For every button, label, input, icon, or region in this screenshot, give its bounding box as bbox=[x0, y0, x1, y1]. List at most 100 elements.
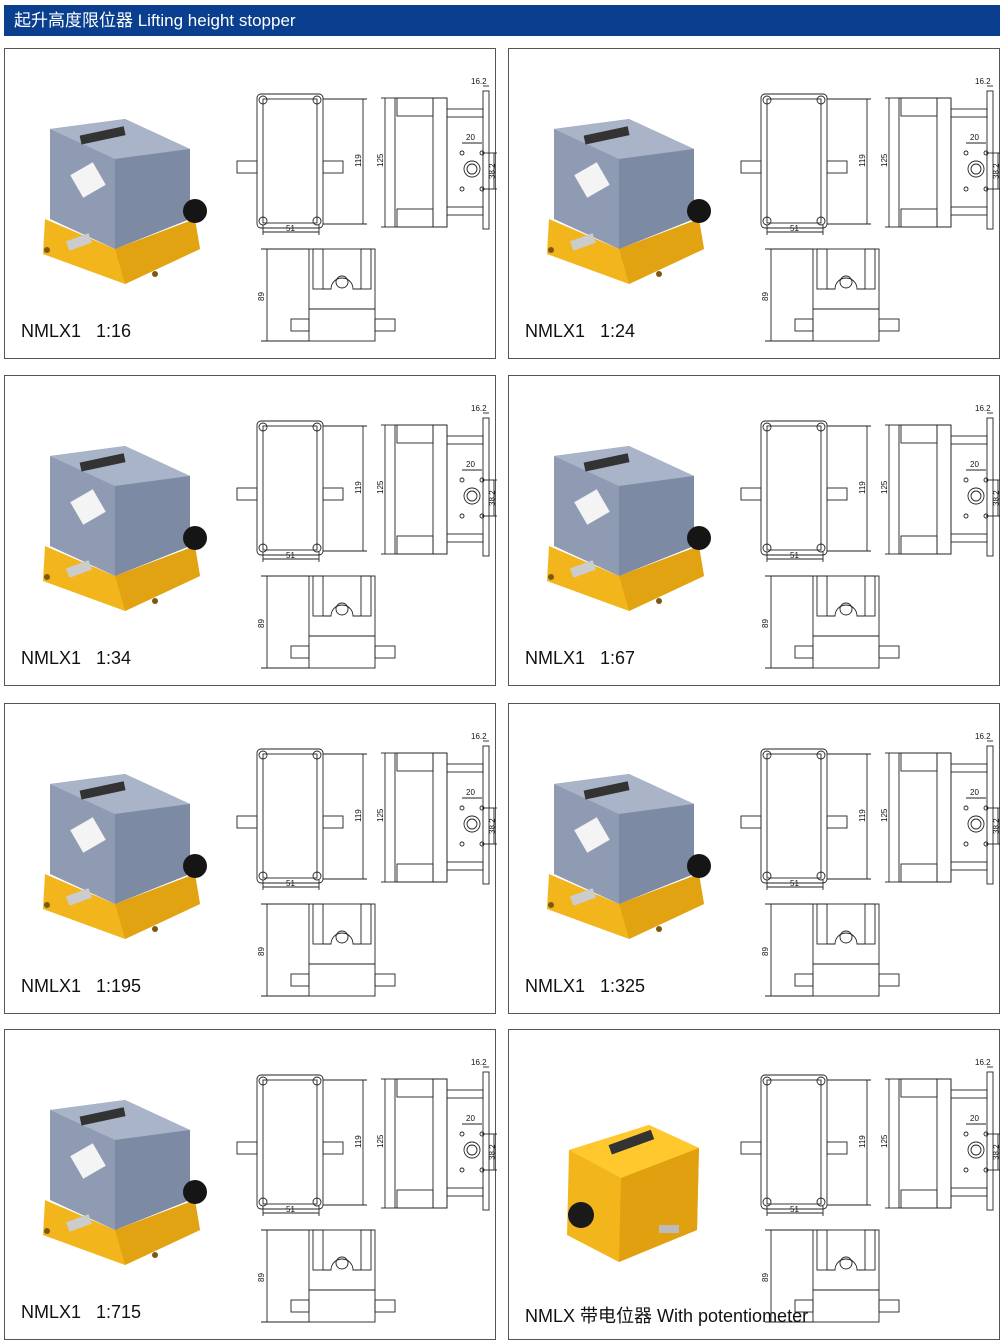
dim-89: 89 bbox=[761, 619, 770, 628]
dim-119: 119 bbox=[858, 1135, 867, 1148]
product-figure: 119 125 51 16.2 20 38.2 89 bbox=[43, 1058, 497, 1323]
dim-38-2: 38.2 bbox=[992, 818, 1000, 834]
dim-20: 20 bbox=[466, 133, 475, 142]
dimension-drawing bbox=[740, 412, 1000, 669]
product-photo bbox=[547, 446, 711, 611]
product-card: 119 125 51 16.2 20 38.2 89 NMLX1 1:34 bbox=[4, 375, 497, 686]
dim-16-2: 16.2 bbox=[975, 404, 991, 413]
dim-119: 119 bbox=[858, 809, 867, 822]
top-view bbox=[740, 93, 871, 235]
dim-89: 89 bbox=[257, 1273, 266, 1282]
dim-16-2: 16.2 bbox=[975, 1058, 991, 1067]
dim-125: 125 bbox=[376, 480, 385, 494]
dim-125: 125 bbox=[376, 153, 385, 167]
dim-51: 51 bbox=[790, 1205, 799, 1214]
dim-16-2: 16.2 bbox=[471, 404, 487, 413]
dim-16-2: 16.2 bbox=[471, 732, 487, 741]
product-figure: 119 125 51 16.2 20 38.2 89 bbox=[547, 404, 1000, 669]
bottom-view bbox=[261, 248, 396, 342]
dim-38-2: 38.2 bbox=[488, 818, 497, 834]
dim-51: 51 bbox=[790, 551, 799, 560]
dim-125: 125 bbox=[880, 1134, 889, 1148]
dim-125: 125 bbox=[376, 1134, 385, 1148]
dimension-drawing bbox=[740, 1066, 1000, 1323]
side-view bbox=[885, 1066, 1000, 1211]
product-label: NMLX1 1:24 bbox=[525, 321, 636, 341]
product-photo bbox=[547, 119, 711, 284]
bottom-view bbox=[765, 903, 900, 997]
product-figure: 119 125 51 16.2 20 38.2 89 bbox=[547, 732, 1000, 997]
bottom-view bbox=[261, 1229, 396, 1323]
dim-51: 51 bbox=[286, 224, 295, 233]
side-view bbox=[381, 85, 497, 230]
dim-51: 51 bbox=[286, 879, 295, 888]
dim-51: 51 bbox=[286, 1205, 295, 1214]
product-card: 119 125 51 16.2 20 38.2 89 NMLX1 1:67 bbox=[508, 375, 1000, 686]
product-card: 119 125 51 16.2 20 38.2 89 NMLX1 1:195 bbox=[4, 703, 497, 1014]
product-label: NMLX1 1:195 bbox=[21, 976, 142, 996]
dim-89: 89 bbox=[761, 947, 770, 956]
product-photo bbox=[43, 1100, 207, 1265]
dim-16-2: 16.2 bbox=[975, 732, 991, 741]
dim-119: 119 bbox=[354, 1135, 363, 1148]
top-view bbox=[236, 748, 367, 890]
bottom-view bbox=[261, 575, 396, 669]
product-figure: 119 125 51 16.2 20 38.2 89 bbox=[567, 1058, 1000, 1323]
product-card: 119 125 51 16.2 20 38.2 89 NMLX1 1:16 bbox=[4, 48, 497, 359]
dimension-drawing bbox=[236, 1066, 497, 1323]
dim-89: 89 bbox=[761, 292, 770, 301]
bottom-view bbox=[765, 1229, 900, 1323]
side-view bbox=[381, 740, 497, 885]
product-figure: 119 125 51 16.2 20 38.2 89 bbox=[547, 77, 1000, 342]
dimension-drawing bbox=[236, 412, 497, 669]
dim-119: 119 bbox=[858, 154, 867, 167]
side-view bbox=[885, 85, 1000, 230]
dim-20: 20 bbox=[970, 1114, 979, 1123]
dim-16-2: 16.2 bbox=[471, 1058, 487, 1067]
dim-89: 89 bbox=[257, 292, 266, 301]
product-label: NMLX1 1:325 bbox=[525, 976, 646, 996]
product-figure: 119 125 51 16.2 20 38.2 89 bbox=[43, 77, 497, 342]
dim-119: 119 bbox=[354, 809, 363, 822]
dim-20: 20 bbox=[970, 133, 979, 142]
dim-20: 20 bbox=[970, 788, 979, 797]
dim-125: 125 bbox=[880, 480, 889, 494]
dimension-drawing bbox=[236, 740, 497, 997]
top-view bbox=[236, 1074, 367, 1216]
product-label: NMLX1 1:34 bbox=[21, 648, 132, 668]
top-view bbox=[740, 420, 871, 562]
product-photo bbox=[43, 774, 207, 939]
dim-38-2: 38.2 bbox=[992, 490, 1000, 506]
dim-16-2: 16.2 bbox=[975, 77, 991, 86]
product-label: NMLX 带电位器 With potentiometer bbox=[525, 1306, 809, 1326]
dim-51: 51 bbox=[286, 551, 295, 560]
dim-89: 89 bbox=[761, 1273, 770, 1282]
side-view bbox=[381, 1066, 497, 1211]
product-label: NMLX1 1:67 bbox=[525, 648, 636, 668]
dim-16-2: 16.2 bbox=[471, 77, 487, 86]
dim-38-2: 38.2 bbox=[488, 1144, 497, 1160]
product-card: 119 125 51 16.2 20 38.2 89 NMLX1 1:24 bbox=[508, 48, 1000, 359]
product-photo bbox=[43, 119, 207, 284]
bottom-view bbox=[261, 903, 396, 997]
section-header: 起升高度限位器 Lifting height stopper bbox=[4, 5, 1000, 36]
top-view bbox=[236, 420, 367, 562]
dim-89: 89 bbox=[257, 619, 266, 628]
dim-125: 125 bbox=[880, 153, 889, 167]
top-view bbox=[740, 1074, 871, 1216]
dim-38-2: 38.2 bbox=[488, 163, 497, 179]
top-view bbox=[236, 93, 367, 235]
dim-125: 125 bbox=[880, 808, 889, 822]
bottom-view bbox=[765, 575, 900, 669]
product-card: 119 125 51 16.2 20 38.2 89 NMLX1 1:715 bbox=[4, 1029, 497, 1340]
dimension-drawing bbox=[740, 85, 1000, 342]
product-figure: 119 125 51 16.2 20 38.2 89 bbox=[43, 404, 497, 669]
dim-20: 20 bbox=[466, 460, 475, 469]
dim-38-2: 38.2 bbox=[488, 490, 497, 506]
product-photo bbox=[567, 1125, 699, 1262]
product-card: 119 125 51 16.2 20 38.2 89 NMLX 带电位器 Wit… bbox=[508, 1029, 1000, 1340]
product-figure: 119 125 51 16.2 20 38.2 89 bbox=[43, 732, 497, 997]
dim-20: 20 bbox=[466, 1114, 475, 1123]
side-view bbox=[381, 412, 497, 557]
